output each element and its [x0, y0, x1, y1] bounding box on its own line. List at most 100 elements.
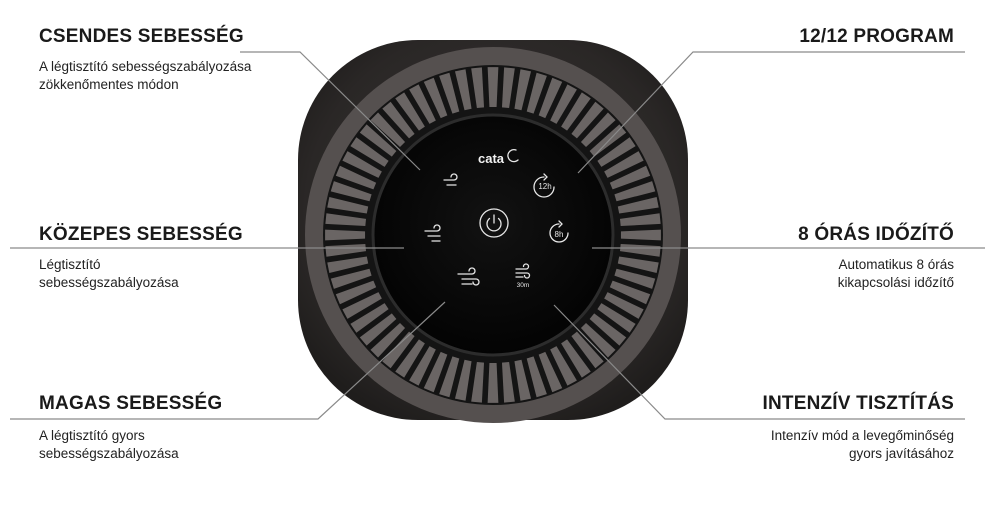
- vent-slat: [330, 268, 372, 289]
- vent-slat: [439, 72, 460, 114]
- feature-intensive: INTENZÍV TISZTÍTÁS Intenzív mód a levegő…: [763, 393, 955, 463]
- vent-slat: [359, 124, 397, 157]
- feature-desc-line: A légtisztító gyors: [39, 428, 145, 443]
- vent-slat: [526, 356, 547, 398]
- vent-slat: [454, 359, 472, 401]
- brand-swirl-icon: [507, 148, 519, 163]
- vent-slat: [514, 359, 532, 401]
- vent-slat: [561, 339, 591, 378]
- feature-title: CSENDES SEBESSÉG: [39, 26, 244, 47]
- vent-slat: [538, 77, 563, 119]
- brand-logo: cata: [478, 151, 505, 166]
- vent-slat: [614, 268, 656, 289]
- vent-slat: [501, 67, 515, 109]
- vent-slat: [538, 351, 563, 393]
- control-panel: [371, 113, 615, 357]
- callout-program: [577, 51, 965, 174]
- feature-medium-speed: KÖZEPES SEBESSÉG Légtisztító sebességsza…: [39, 224, 243, 292]
- vent-slat: [370, 322, 406, 358]
- feature-desc-line: gyors javításához: [848, 446, 954, 461]
- vent-slat: [609, 165, 651, 190]
- vent-slat: [550, 346, 577, 386]
- feature-desc-line: sebességszabályozása: [39, 446, 179, 461]
- vent-slat: [325, 213, 367, 227]
- feature-quiet-speed: CSENDES SEBESSÉG A légtisztító sebességs…: [39, 26, 251, 94]
- feature-desc-line: Légtisztító: [39, 257, 101, 272]
- vent-slat: [423, 77, 448, 119]
- vent-slat: [597, 303, 636, 333]
- vent-slat: [604, 292, 644, 319]
- vent-slat: [454, 69, 472, 111]
- vent-slat: [409, 84, 436, 124]
- clock-12-icon[interactable]: 12h: [533, 173, 555, 198]
- vent-slat: [561, 92, 591, 131]
- vent-slat: [614, 181, 656, 202]
- vent-slat: [619, 243, 661, 257]
- wind-high-icon[interactable]: [457, 267, 480, 286]
- vent-slat: [325, 229, 366, 241]
- callout-high: [10, 301, 446, 420]
- vent-slat: [589, 313, 627, 346]
- intensive-30-icon[interactable]: 30m: [515, 263, 531, 289]
- feature-timer: 8 ÓRÁS IDŐZÍTŐ Automatikus 8 órás kikapc…: [798, 224, 954, 292]
- svg-text:12h: 12h: [538, 182, 551, 191]
- vent-slat: [571, 101, 604, 139]
- svg-text:30m: 30m: [517, 282, 530, 289]
- wind-low-icon[interactable]: [443, 173, 458, 186]
- vent-slat: [350, 137, 389, 167]
- vent-slat: [395, 339, 425, 378]
- vent-slat: [370, 112, 406, 148]
- vent-slat: [382, 101, 415, 139]
- vent-slat: [327, 196, 369, 214]
- vent-slat: [487, 362, 499, 403]
- vent-slat: [619, 213, 661, 227]
- feature-title: 8 ÓRÁS IDŐZÍTŐ: [798, 224, 954, 245]
- svg-text:8h: 8h: [555, 230, 564, 239]
- vent-slat: [342, 292, 382, 319]
- feature-program: 12/12 PROGRAM: [799, 26, 954, 48]
- clock-8-icon[interactable]: 8h: [549, 220, 569, 243]
- vent-slat: [395, 92, 425, 131]
- feature-desc-line: kikapcsolási időzítő: [837, 275, 954, 290]
- vent-slat: [327, 256, 369, 274]
- vent-slat: [325, 243, 367, 257]
- vent-slat: [439, 356, 460, 398]
- feature-title: INTENZÍV TISZTÍTÁS: [762, 393, 954, 414]
- vent-slat: [487, 67, 499, 108]
- feature-desc-line: A légtisztító sebességszabályozása: [39, 59, 252, 74]
- vent-slat: [471, 361, 485, 403]
- vent-slat: [335, 165, 377, 190]
- vent-slat: [580, 322, 616, 358]
- vent-slat: [350, 303, 389, 333]
- vent-slat: [620, 229, 661, 241]
- vent-slat: [514, 69, 532, 111]
- vent-slat: [359, 313, 397, 346]
- vent-slat: [382, 331, 415, 369]
- vent-slat: [550, 84, 577, 124]
- feature-title: KÖZEPES SEBESSÉG: [39, 224, 243, 245]
- callout-lines: [10, 51, 985, 420]
- feature-desc-line: zökkenőmentes módon: [39, 77, 179, 92]
- vent-slat: [597, 137, 636, 167]
- feature-desc-line: sebességszabályozása: [39, 275, 179, 290]
- feature-desc-line: Intenzív mód a levegőminőség: [770, 428, 954, 443]
- vent-slat: [335, 280, 377, 305]
- vent-slat: [604, 151, 644, 178]
- vent-slat: [342, 151, 382, 178]
- power-icon[interactable]: [479, 208, 509, 238]
- vent-slat: [423, 351, 448, 393]
- vent-slat: [409, 346, 436, 386]
- feature-high-speed: MAGAS SEBESSÉG A légtisztító gyors sebes…: [39, 393, 222, 463]
- vent-slat: [526, 72, 547, 114]
- wind-medium-icon[interactable]: [424, 224, 441, 242]
- vent-slat: [580, 112, 616, 148]
- feature-desc-line: Automatikus 8 órás: [838, 257, 954, 272]
- vent-slat: [617, 256, 659, 274]
- vent-slat: [330, 181, 372, 202]
- callout-intensive: [553, 304, 965, 420]
- vent-slat: [501, 361, 515, 403]
- vent-slat: [609, 280, 651, 305]
- feature-title: MAGAS SEBESSÉG: [39, 393, 223, 414]
